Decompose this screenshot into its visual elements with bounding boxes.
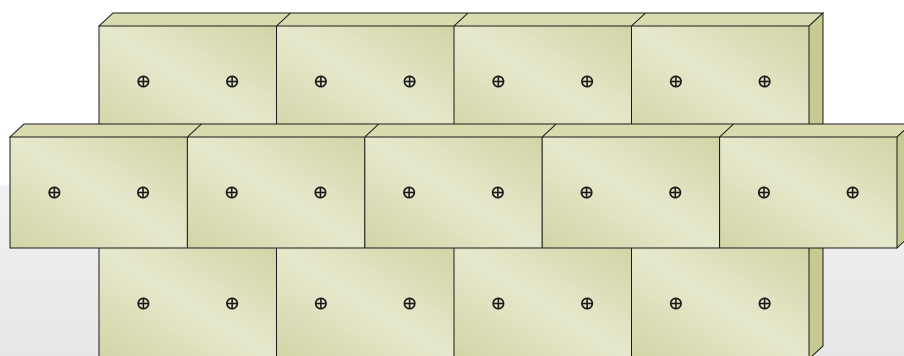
- wall-panel: [365, 137, 542, 248]
- panel-row-side-face: [809, 235, 823, 356]
- screw-anchor-icon: [315, 187, 325, 197]
- screw-anchor-icon: [670, 187, 680, 197]
- screw-anchor-icon: [138, 298, 148, 308]
- wall-panel: [277, 248, 455, 356]
- screw-anchor-icon: [404, 298, 414, 308]
- screw-anchor-icon: [316, 76, 326, 86]
- screw-anchor-icon: [227, 76, 237, 86]
- wall-panel: [99, 248, 277, 356]
- screw-anchor-icon: [493, 187, 503, 197]
- wall-panel: [720, 137, 897, 248]
- panel-row-top-face: [10, 124, 904, 137]
- panel-row-top: [99, 13, 823, 137]
- screw-anchor-icon: [671, 298, 681, 308]
- screw-anchor-icon: [582, 298, 592, 308]
- panel-row-side-face: [897, 124, 904, 248]
- wall-panel: [99, 26, 277, 137]
- panel-row-side-face: [809, 13, 823, 137]
- wall-panel: [454, 26, 632, 137]
- screw-anchor-icon: [847, 187, 857, 197]
- screw-anchor-icon: [138, 187, 148, 197]
- screw-anchor-icon: [581, 187, 591, 197]
- screw-anchor-icon: [493, 76, 503, 86]
- screw-anchor-icon: [671, 76, 681, 86]
- screw-anchor-icon: [582, 76, 592, 86]
- wall-panel: [454, 248, 632, 356]
- screw-anchor-icon: [227, 298, 237, 308]
- wall-panel: [632, 248, 810, 356]
- panel-row-middle: [10, 124, 904, 248]
- screw-anchor-icon: [138, 76, 148, 86]
- wall-panel: [542, 137, 719, 248]
- screw-anchor-icon: [404, 187, 414, 197]
- wall-panel: [277, 26, 455, 137]
- screw-anchor-icon: [227, 187, 237, 197]
- screw-anchor-icon: [759, 187, 769, 197]
- panel-row-bottom: [99, 235, 823, 356]
- wall-panel: [187, 137, 364, 248]
- screw-anchor-icon: [49, 187, 59, 197]
- screw-anchor-icon: [493, 298, 503, 308]
- screw-anchor-icon: [316, 298, 326, 308]
- screw-anchor-icon: [404, 76, 414, 86]
- screw-anchor-icon: [759, 76, 769, 86]
- screw-anchor-icon: [759, 298, 769, 308]
- wall-panel: [10, 137, 187, 248]
- wall-panel: [632, 26, 810, 137]
